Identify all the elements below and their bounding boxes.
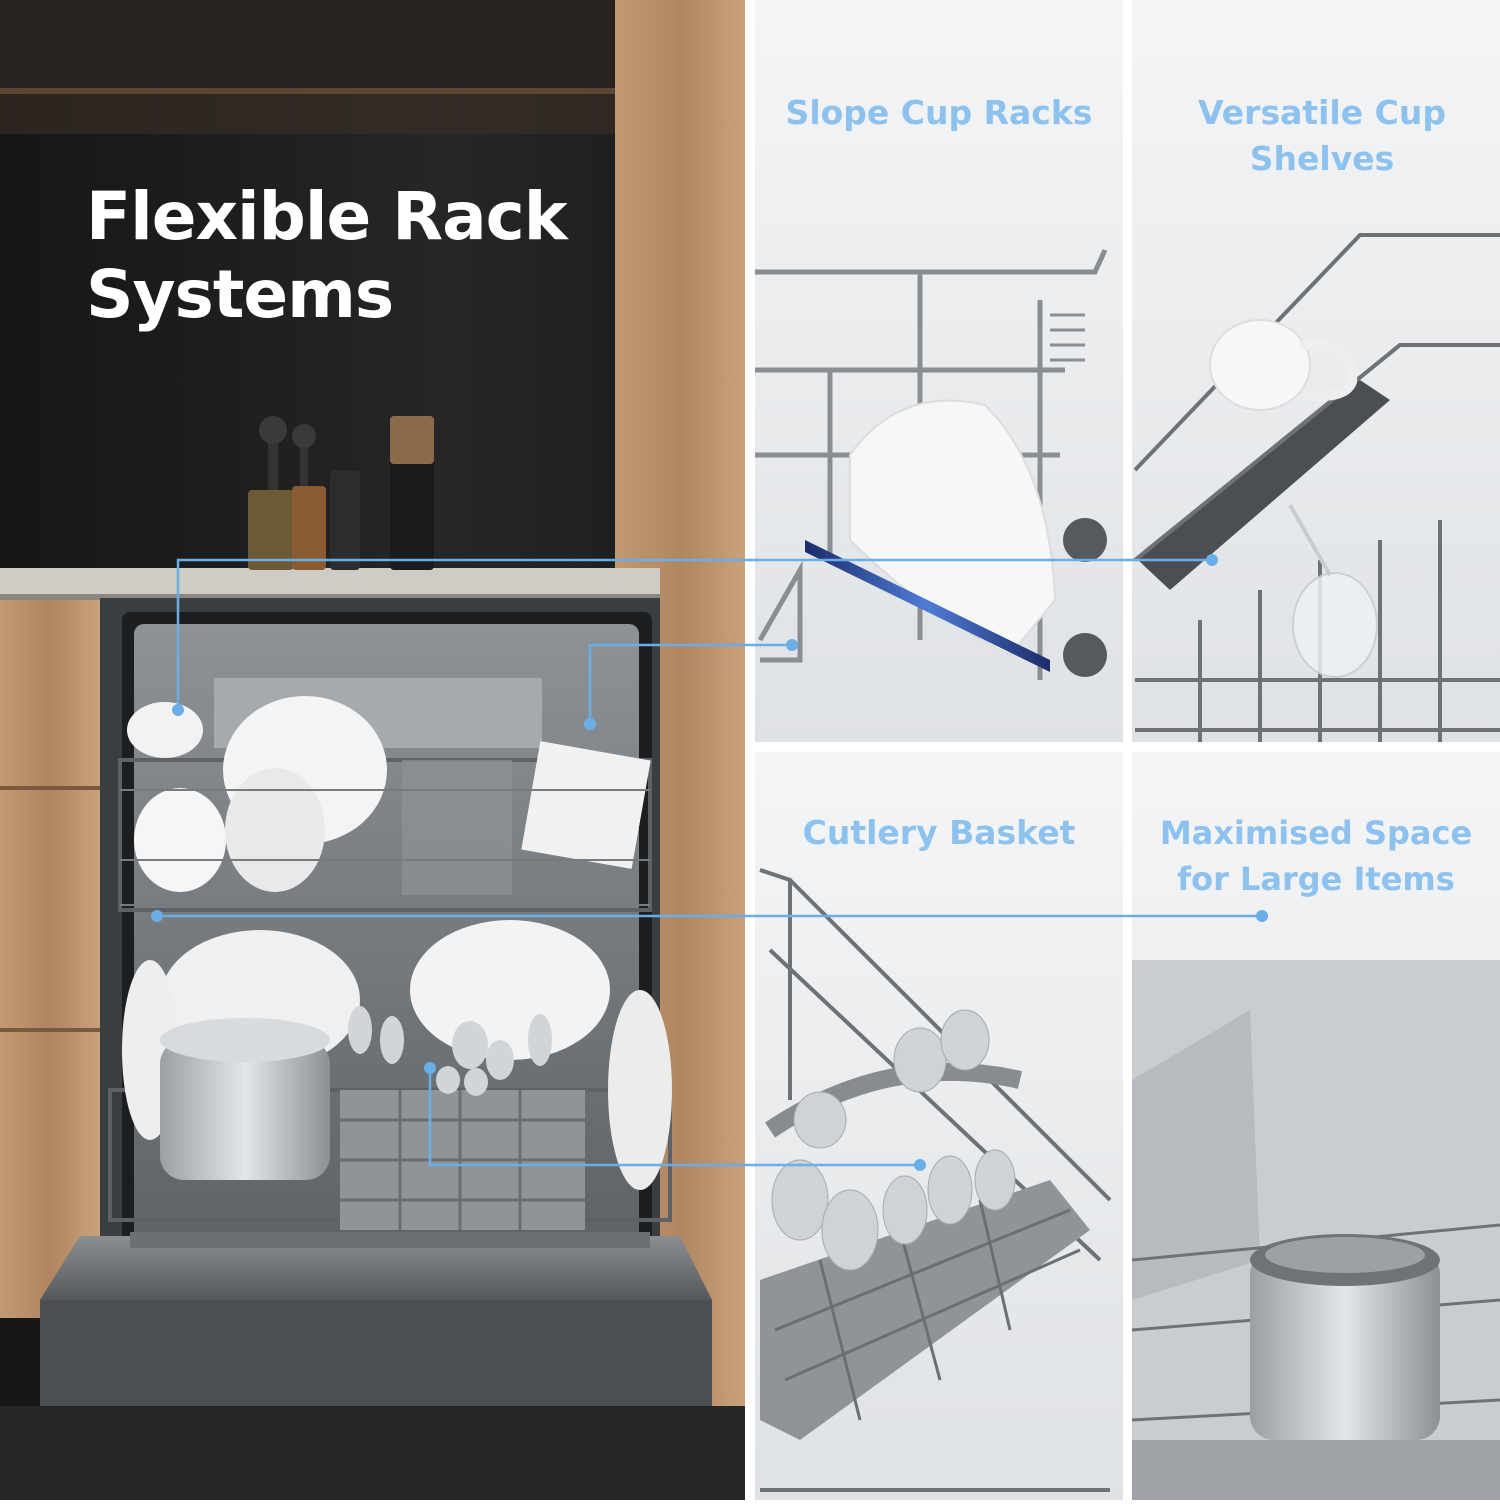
- headline-line2: Systems: [86, 256, 394, 333]
- panel-title-versatile-cup-shelves: Versatile Cup Shelves: [1132, 90, 1500, 182]
- panel-title-line2: Shelves: [1249, 139, 1395, 178]
- panel-slope-cup-racks: [755, 0, 1123, 742]
- panel-title-text: Cutlery Basket: [802, 813, 1076, 852]
- panel-versatile-cup-shelves: [1132, 0, 1500, 742]
- panel-title-text: Slope Cup Racks: [785, 93, 1093, 132]
- callout-dots: [151, 554, 1268, 1171]
- panel-maximised-space: [1131, 752, 1500, 1500]
- panel-title-line1: Versatile Cup: [1198, 93, 1446, 132]
- feature-panels: [745, 0, 1500, 1500]
- panel-title-slope-cup-racks: Slope Cup Racks: [755, 90, 1123, 136]
- panel-title-cutlery-basket: Cutlery Basket: [755, 810, 1123, 856]
- panel-cutlery-basket: [755, 752, 1123, 1500]
- headline-line1: Flexible Rack: [86, 178, 568, 255]
- panel-title-line2: for Large Items: [1177, 860, 1455, 898]
- kitchen-scene: [0, 0, 745, 1500]
- headline: Flexible Rack Systems: [86, 178, 568, 334]
- panel-title-line1: Maximised Space: [1159, 814, 1473, 852]
- panel-title-maximised-space: Maximised Space for Large Items: [1132, 810, 1500, 902]
- callout-lines: [157, 558, 1262, 1167]
